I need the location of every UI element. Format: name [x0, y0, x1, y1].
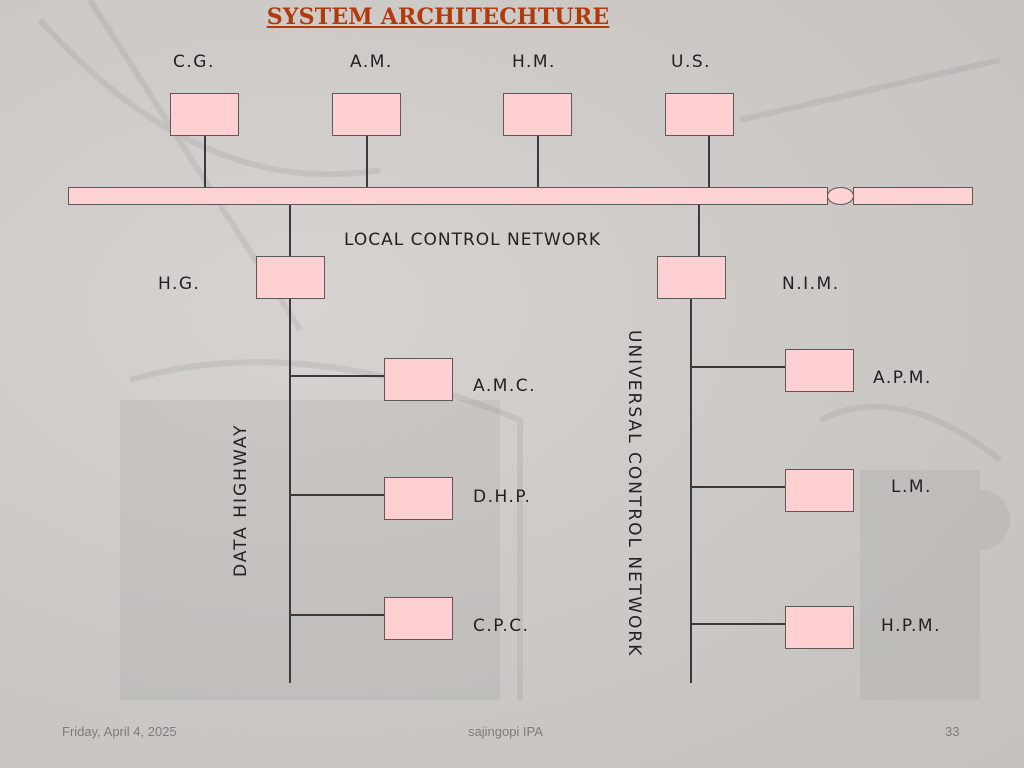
local-network-bus-extension — [853, 187, 973, 205]
device-box-amc — [384, 358, 453, 401]
connector-hm — [537, 136, 539, 187]
device-box-dhp — [384, 477, 453, 520]
device-label-cpc: C.P.C. — [473, 616, 530, 636]
branch-cpc — [290, 614, 384, 616]
device-label-lm: L.M. — [891, 477, 932, 497]
footer-author: sajingopi IPA — [468, 724, 543, 739]
universal-network-label: UNIVERSAL CONTROL NETWORK — [624, 330, 644, 658]
device-box-cpc — [384, 597, 453, 640]
node-box-hm — [503, 93, 572, 136]
bus-coupler — [827, 187, 854, 205]
gateway-label-nim: N.I.M. — [782, 274, 840, 294]
connector-hg — [289, 205, 291, 256]
connector-cg — [204, 136, 206, 187]
footer-page-number: 33 — [945, 724, 960, 739]
local-network-bus — [68, 187, 828, 205]
node-box-am — [332, 93, 401, 136]
connector-am — [366, 136, 368, 187]
page-title: SYSTEM ARCHITECHTURE — [266, 4, 610, 30]
branch-lm — [691, 486, 785, 488]
footer-date: Friday, April 4, 2025 — [62, 724, 177, 739]
gateway-box-hg — [256, 256, 325, 299]
device-label-amc: A.M.C. — [473, 376, 537, 396]
data-highway-trunk — [289, 299, 291, 683]
branch-apm — [691, 366, 785, 368]
node-label-am: A.M. — [350, 52, 393, 72]
node-box-us — [665, 93, 734, 136]
branch-amc — [290, 375, 384, 377]
branch-dhp — [290, 494, 384, 496]
device-box-hpm — [785, 606, 854, 649]
node-label-cg: C.G. — [173, 52, 215, 72]
node-box-cg — [170, 93, 239, 136]
node-label-hm: H.M. — [512, 52, 556, 72]
device-box-lm — [785, 469, 854, 512]
data-highway-label: DATA HIGHWAY — [231, 423, 251, 577]
connector-nim — [698, 205, 700, 256]
device-label-hpm: H.P.M. — [881, 616, 941, 636]
node-label-us: U.S. — [671, 52, 712, 72]
connector-us — [708, 136, 710, 187]
universal-network-trunk — [690, 299, 692, 683]
gateway-box-nim — [657, 256, 726, 299]
device-label-dhp: D.H.P. — [473, 487, 532, 507]
local-network-label: LOCAL CONTROL NETWORK — [344, 230, 602, 250]
branch-hpm — [691, 623, 785, 625]
device-box-apm — [785, 349, 854, 392]
device-label-apm: A.P.M. — [873, 368, 932, 388]
gateway-label-hg: H.G. — [158, 274, 201, 294]
